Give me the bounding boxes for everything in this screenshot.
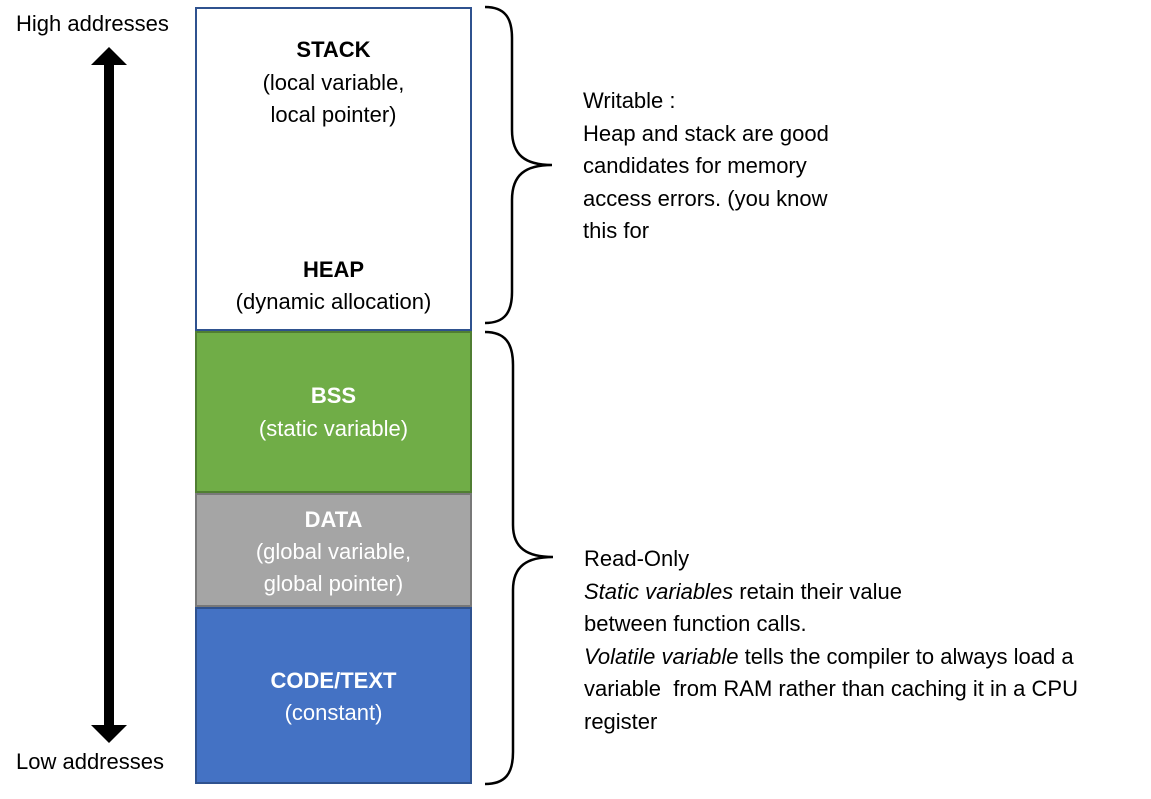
code-text-segment: CODE/TEXT (constant) bbox=[195, 607, 472, 784]
volatile-variable-term: Volatile variable bbox=[584, 643, 739, 669]
writable-brace-icon bbox=[484, 5, 553, 325]
static-variables-desc: retain their value bbox=[733, 578, 902, 604]
data-segment: DATA (global variable, global pointer) bbox=[195, 493, 472, 607]
stack-desc-line-1: (local variable, bbox=[262, 70, 405, 95]
stack-heap-segment: STACK (local variable, local pointer) HE… bbox=[195, 7, 472, 331]
code-title: CODE/TEXT bbox=[270, 668, 397, 693]
bss-segment: BSS (static variable) bbox=[195, 331, 472, 493]
bss-desc-line-1: (static variable) bbox=[258, 416, 409, 441]
data-title: DATA bbox=[304, 507, 363, 532]
low-addresses-label: Low addresses bbox=[16, 749, 164, 774]
writable-note-line-5: this for bbox=[583, 218, 650, 243]
address-range-arrow-icon bbox=[91, 47, 127, 743]
data-desc-line-1: (global variable, bbox=[255, 539, 412, 564]
bss-title: BSS bbox=[310, 383, 357, 408]
high-addresses-label: High addresses bbox=[16, 11, 169, 36]
volatile-variable-desc: tells the compiler to always load a bbox=[738, 643, 1074, 669]
stack-desc-line-2: local pointer) bbox=[270, 102, 397, 127]
writable-note: Writable : Heap and stack are good candi… bbox=[583, 85, 829, 248]
static-variables-term: Static variables bbox=[584, 578, 734, 604]
writable-note-line-3: candidates for memory bbox=[583, 153, 807, 178]
writable-note-line-1: Writable : bbox=[583, 88, 676, 113]
heap-desc-line-1: (dynamic allocation) bbox=[235, 289, 432, 314]
writable-note-line-2: Heap and stack are good bbox=[583, 120, 829, 146]
readonly-note-line-5: variable from RAM rather than caching it… bbox=[584, 676, 1078, 701]
readonly-note-line-1: Read-Only bbox=[584, 546, 690, 571]
data-desc-line-2: global pointer) bbox=[263, 571, 404, 596]
code-desc-line-1: (constant) bbox=[284, 700, 383, 725]
readonly-note: Read-Only Static variables retain their … bbox=[584, 543, 1078, 738]
readonly-note-line-2: Static variables retain their value bbox=[584, 576, 1078, 609]
readonly-note-line-6: register bbox=[584, 708, 658, 734]
stack-title: STACK bbox=[296, 37, 371, 62]
readonly-note-line-3: between function calls. bbox=[584, 611, 807, 636]
heap-title: HEAP bbox=[302, 257, 365, 282]
writable-note-line-4: access errors. (you know bbox=[583, 185, 828, 211]
readonly-brace-icon bbox=[484, 330, 554, 786]
readonly-note-line-4: Volatile variable tells the compiler to … bbox=[584, 641, 1078, 674]
